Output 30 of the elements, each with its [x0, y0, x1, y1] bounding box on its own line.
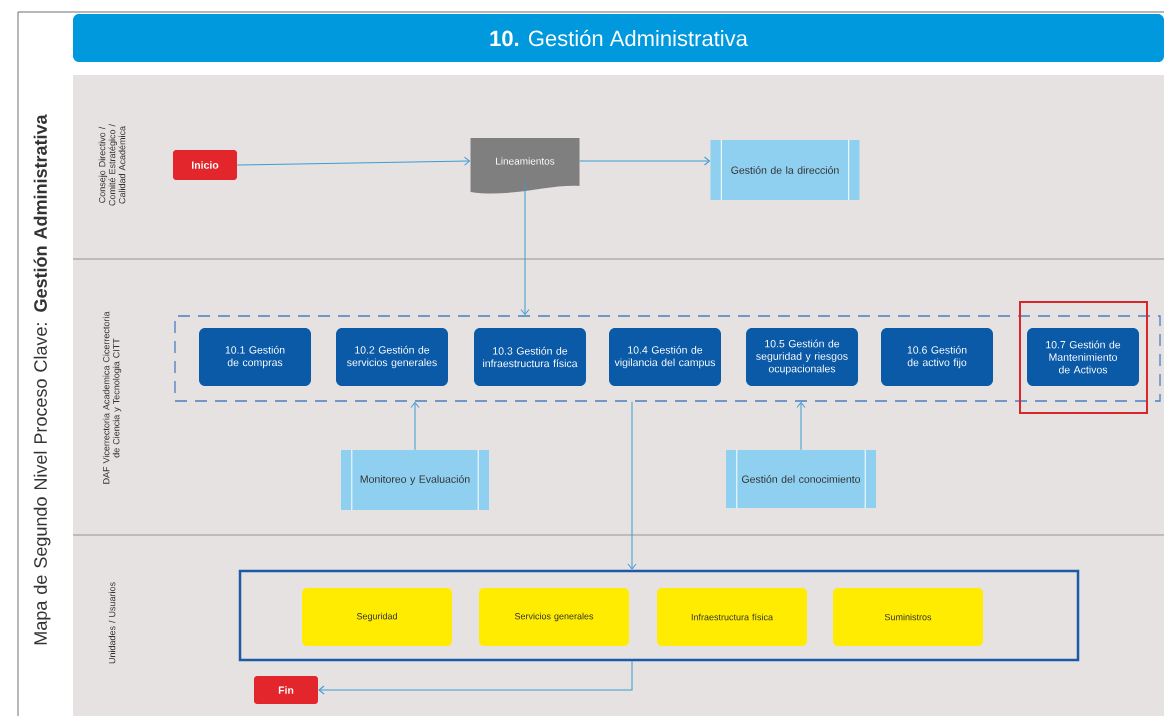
- lane-label: DAF Vicerrectoria Academica Cicerrectoria de Ciencia y Tecnologia CITT: [102, 311, 122, 484]
- output-box: Infraestructura física: [657, 588, 807, 646]
- lane-label: Consejo Directivo / Comité Estratégico / Calidad Académica: [98, 124, 126, 206]
- predefined-process-box: Monitoreo y Evaluación: [341, 449, 489, 511]
- process-box: 10.4 Gestión de vigilancia del campus: [609, 328, 721, 386]
- process-box: 10.1 Gestión de compras: [199, 328, 311, 386]
- dashed-group-frame: [174, 315, 1161, 402]
- process-box: 10.6 Gestión de activo fijo: [881, 328, 993, 386]
- process-box: 10.2 Gestión de servicios generales: [336, 328, 448, 386]
- arrow: [579, 156, 710, 166]
- process-box: 10.5 Gestión de seguridad y riesgos ocupacionales: [746, 328, 858, 386]
- container-frame: [238, 569, 1080, 662]
- output-box: Suministros: [833, 588, 983, 646]
- process-box: 10.7 Gestión de Mantenimiento de Activos: [1027, 328, 1139, 386]
- title-bar: 10. Gestión Administrativa: [73, 14, 1164, 62]
- output-box: Servicios generales: [479, 588, 629, 646]
- lane-label: Unidades / Usuarios: [108, 582, 116, 664]
- arrow: [410, 401, 420, 451]
- arrow: [318, 660, 633, 695]
- process-box: 10.3 Gestión de infraestructura física: [474, 328, 586, 386]
- predefined-process-box: Gestión de la dirección: [710, 139, 860, 201]
- arrow: [796, 401, 806, 451]
- arrow: [520, 181, 530, 316]
- output-box: Seguridad: [302, 588, 452, 646]
- predefined-process-box: Gestión del conocimiento: [726, 449, 876, 509]
- terminal-box: Inicio: [173, 150, 237, 180]
- arrow: [627, 401, 637, 570]
- arrow: [236, 156, 470, 166]
- terminal-box: Fin: [254, 676, 318, 704]
- side-title: Mapa de Segundo Nivel Proceso Clave: Gestión Administrativa: [33, 114, 51, 645]
